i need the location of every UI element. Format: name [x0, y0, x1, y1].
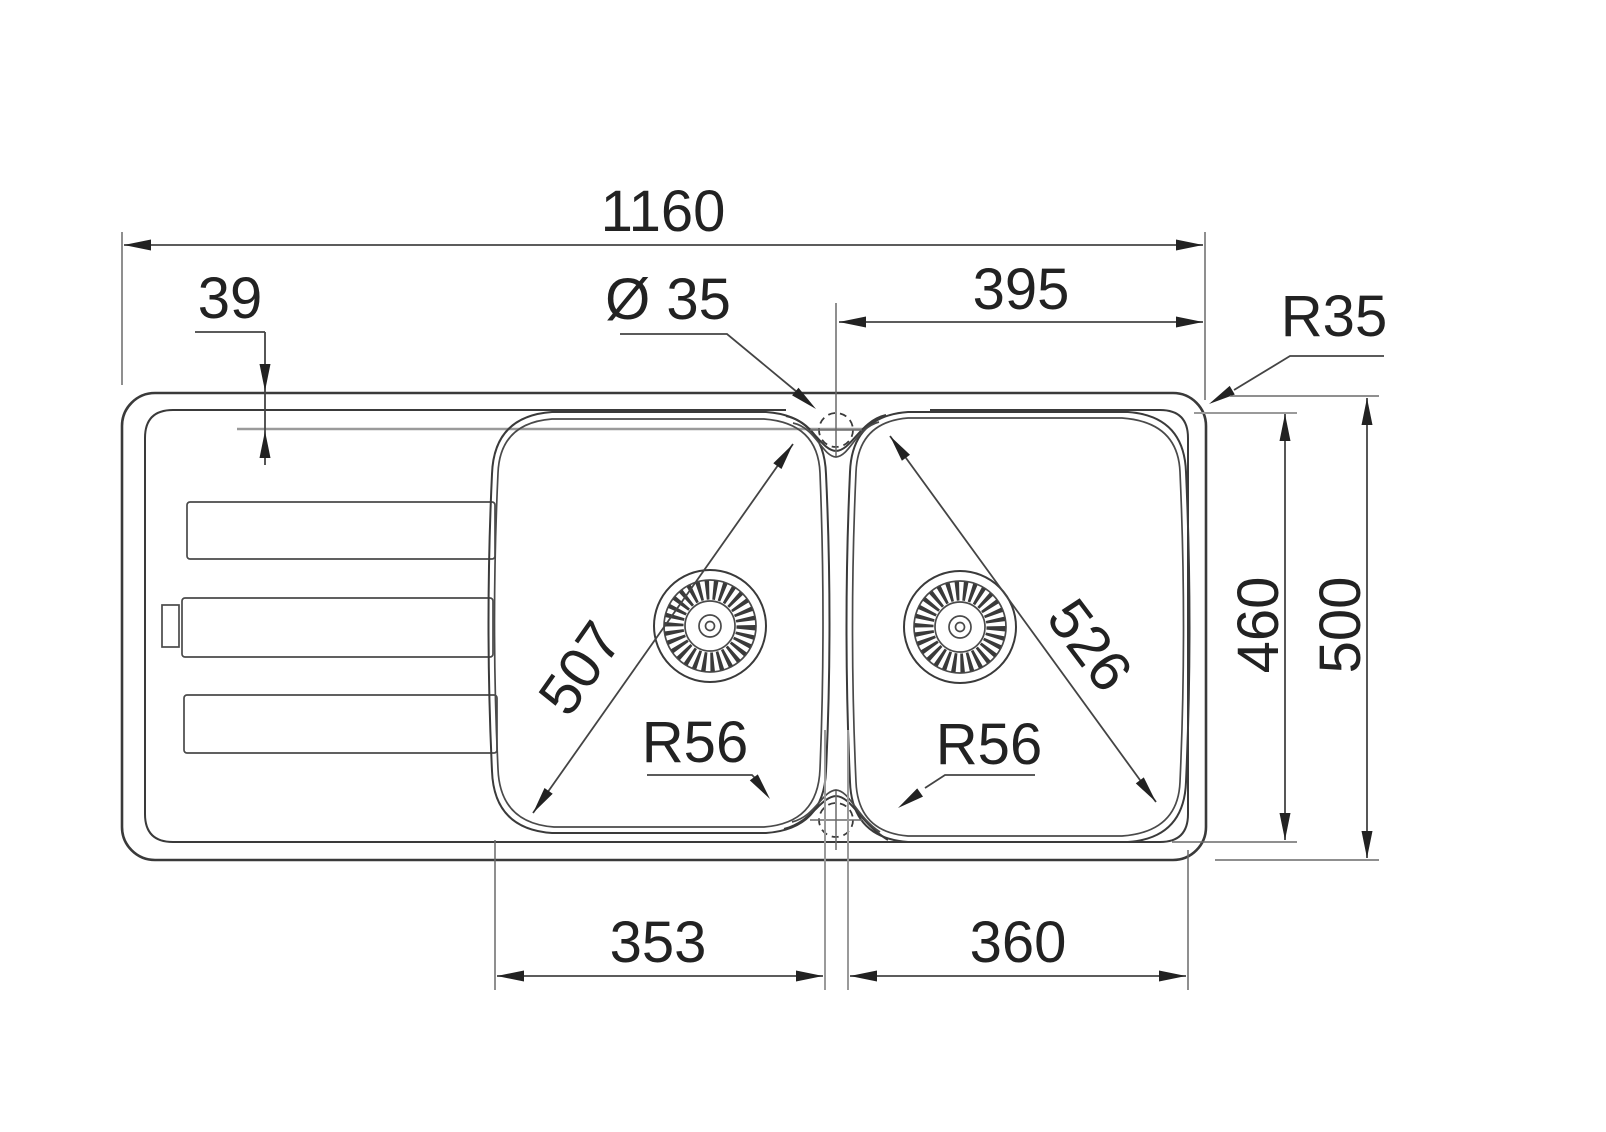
dimension-right-bowl-radius: R56: [898, 712, 1042, 808]
dimension-overall-width: 1160: [121, 179, 1206, 400]
fixing-hole-bottom: [810, 791, 862, 850]
dimension-line: [889, 435, 1157, 803]
drainboard-groove: [181, 597, 494, 658]
left-bowl: [487, 411, 831, 834]
dim-right-bowl-diagonal-label: 526: [1035, 587, 1145, 703]
leader-line: [647, 774, 759, 782]
dim-left-bowl-diagonal-label: 507: [526, 610, 635, 727]
arrowhead: [839, 316, 866, 328]
overflow-slot: [161, 604, 180, 648]
dimension-overall-height: 500: [1215, 395, 1379, 861]
arrowhead: [1159, 970, 1186, 982]
dim-hole-offset-label: 395: [973, 257, 1070, 322]
arrowhead: [898, 788, 923, 808]
dimension-left-bowl-radius: R56: [642, 710, 770, 799]
left-bowl-inner: [493, 418, 824, 828]
arrowhead: [1176, 316, 1203, 328]
right-drain: [903, 570, 1017, 684]
drain-strainer-slots: [914, 581, 1006, 673]
dimension-hole-offset: 395: [839, 257, 1203, 328]
dim-right-bowl-width-label: 360: [970, 910, 1067, 975]
dimension-left-bowl-width: 353: [494, 730, 826, 990]
drain-ring: [913, 580, 1007, 674]
arrowhead: [124, 239, 151, 251]
leader-line: [620, 333, 798, 393]
arrowhead: [850, 970, 877, 982]
arrowhead: [792, 387, 816, 409]
dim-left-bowl-radius-label: R56: [642, 710, 748, 775]
arrowhead: [533, 788, 553, 813]
dim-hole-diameter-label: Ø 35: [605, 267, 731, 332]
dimension-outer-radius: R35: [1209, 284, 1387, 404]
dim-right-bowl-radius-label: R56: [936, 712, 1042, 777]
dimension-line: [532, 443, 794, 814]
top-saddle-inner: [792, 421, 880, 458]
drainboard-groove: [183, 694, 498, 754]
left-bowl-outer: [487, 411, 831, 834]
arrowhead: [1209, 385, 1235, 404]
dimension-edge-offset: 39: [195, 266, 271, 465]
leader-line: [924, 774, 1035, 789]
drain-center: [698, 614, 722, 638]
arrowhead: [773, 444, 793, 469]
sink-inner-rim: [144, 409, 1189, 843]
drain-center-hole: [954, 621, 966, 633]
dim-overall-width-label: 1160: [601, 179, 726, 244]
arrowhead: [890, 436, 910, 461]
drain-outer-ring: [903, 570, 1017, 684]
bottom-saddle-inner: [791, 789, 881, 833]
arrowhead: [259, 364, 271, 391]
right-bowl-outer: [845, 411, 1191, 843]
dimension-right-bowl-width: 360: [847, 730, 1189, 990]
arrowhead: [1361, 831, 1373, 858]
faucet-hole-top: [810, 303, 862, 456]
drain-ring: [684, 600, 736, 652]
dimension-inner-height: 460: [1172, 412, 1297, 843]
dim-overall-height-label: 500: [1308, 577, 1373, 674]
drain-center-hole: [704, 620, 716, 632]
arrowhead: [1279, 813, 1291, 840]
arrowhead: [796, 970, 823, 982]
dim-inner-height-label: 460: [1226, 577, 1291, 674]
dim-outer-radius-label: R35: [1281, 284, 1387, 349]
drain-center: [948, 615, 972, 639]
arrowhead: [1279, 414, 1291, 441]
right-bowl: [845, 411, 1191, 843]
arrowhead: [259, 431, 271, 458]
dim-left-bowl-width-label: 353: [610, 910, 707, 975]
leader-line: [195, 331, 266, 465]
drain-strainer-slots: [664, 580, 756, 672]
dimension-hole-diameter: Ø 35: [605, 267, 816, 409]
arrowhead: [1361, 398, 1373, 425]
dim-edge-offset-label: 39: [198, 266, 263, 331]
drain-ring: [934, 601, 986, 653]
bowl-saddles: [783, 414, 889, 841]
drainboard: [161, 501, 498, 754]
leader-line: [1233, 355, 1384, 391]
arrowhead: [1135, 777, 1156, 802]
sink-outline: [120, 391, 1208, 862]
left-drain: [653, 569, 767, 683]
right-bowl-inner: [851, 417, 1185, 837]
sink-outer-edge: [120, 391, 1208, 862]
drain-outer-ring: [653, 569, 767, 683]
arrowhead: [749, 774, 770, 799]
drainboard-groove: [186, 501, 496, 560]
arrowhead: [1176, 239, 1203, 251]
arrowhead: [497, 970, 524, 982]
